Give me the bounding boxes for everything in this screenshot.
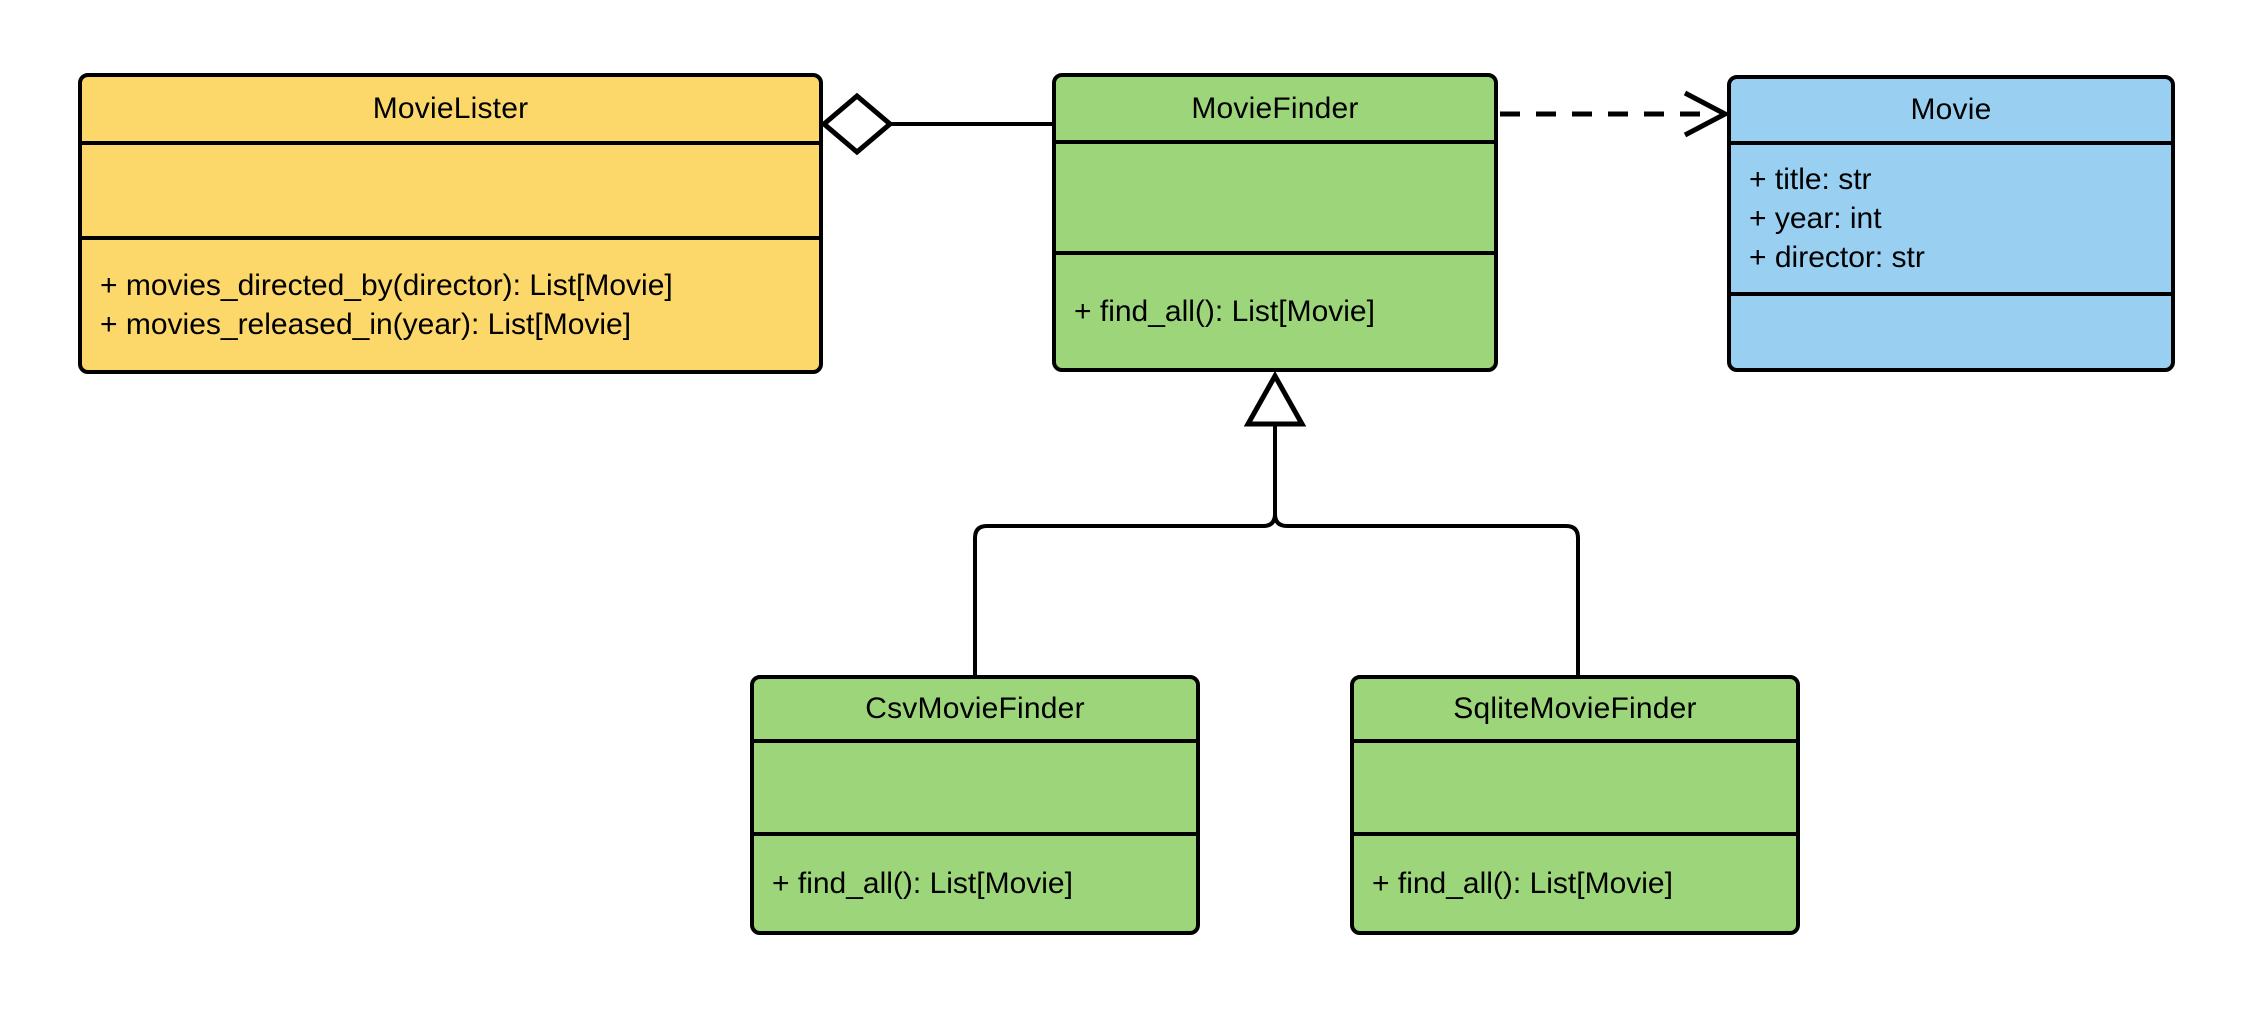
- aggregation-diamond-icon: [824, 96, 890, 152]
- attributes-compartment: [754, 743, 1196, 836]
- dependency-open-arrowhead-icon: [1685, 93, 1725, 135]
- generalization-connector: [975, 376, 1578, 677]
- class-title: MovieFinder: [1056, 77, 1494, 144]
- class-title: Movie: [1731, 79, 2171, 145]
- class-box-moviefinder: MovieFinder + find_all(): List[Movie]: [1052, 73, 1498, 372]
- generalization-branch-right: [1275, 424, 1578, 677]
- methods-compartment: + find_all(): List[Movie]: [1056, 255, 1494, 368]
- methods-compartment: + find_all(): List[Movie]: [1354, 836, 1796, 931]
- attributes-compartment: [1056, 144, 1494, 255]
- class-box-sqlitemoviefinder: SqliteMovieFinder + find_all(): List[Mov…: [1350, 675, 1800, 935]
- class-box-movie: Movie + title: str + year: int + directo…: [1727, 75, 2175, 372]
- methods-compartment: + movies_directed_by(director): List[Mov…: [82, 240, 819, 370]
- attribute-item: + director: str: [1749, 241, 1925, 274]
- method-item: + find_all(): List[Movie]: [772, 867, 1073, 900]
- class-title: MovieLister: [82, 77, 819, 145]
- attribute-item: + year: int: [1749, 202, 1882, 235]
- attributes-compartment: + title: str + year: int + director: str: [1731, 145, 2171, 296]
- generalization-triangle-icon: [1248, 376, 1302, 424]
- method-item: + find_all(): List[Movie]: [1372, 867, 1673, 900]
- generalization-branch-left: [975, 424, 1275, 677]
- dependency-connector: [1500, 93, 1725, 135]
- class-box-movielister: MovieLister + movies_directed_by(directo…: [78, 73, 823, 374]
- class-box-csvmoviefinder: CsvMovieFinder + find_all(): List[Movie]: [750, 675, 1200, 935]
- attributes-compartment: [1354, 743, 1796, 836]
- class-title: CsvMovieFinder: [754, 679, 1196, 743]
- method-item: + find_all(): List[Movie]: [1074, 295, 1375, 328]
- class-title: SqliteMovieFinder: [1354, 679, 1796, 743]
- method-item: + movies_released_in(year): List[Movie]: [100, 308, 632, 341]
- method-item: + movies_directed_by(director): List[Mov…: [100, 269, 673, 302]
- aggregation-connector: [824, 96, 1052, 152]
- methods-compartment: + find_all(): List[Movie]: [754, 836, 1196, 931]
- attribute-item: + title: str: [1749, 163, 1872, 196]
- methods-compartment: [1731, 296, 2171, 368]
- attributes-compartment: [82, 145, 819, 240]
